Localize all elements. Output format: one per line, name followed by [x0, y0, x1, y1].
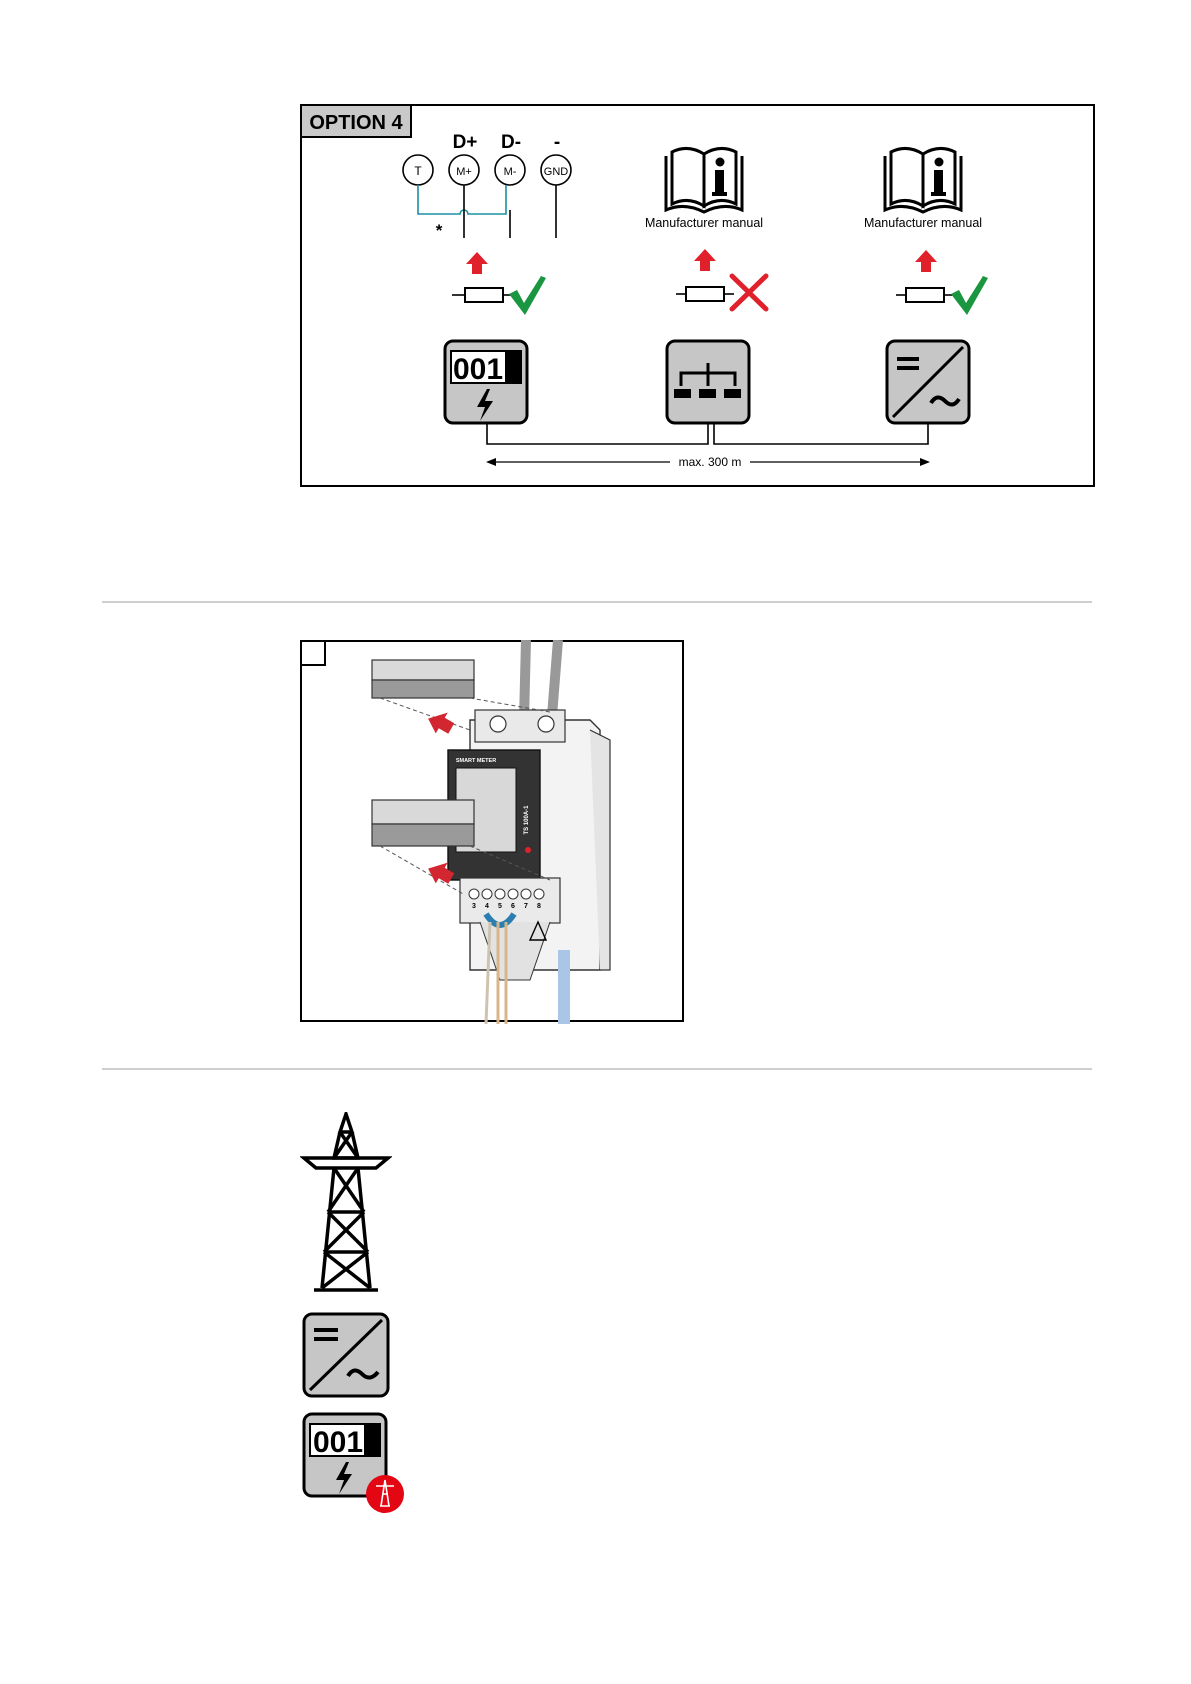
bottom-terminal-cover: [372, 800, 474, 846]
footnote-asterisk: *: [436, 221, 443, 240]
terminal-gnd-label: GND: [544, 166, 569, 178]
option-badge: OPTION 4: [309, 112, 403, 134]
smart-meter-assembly-figure: SMART METER TS 100A-1 3 4 5 6 7 8: [300, 640, 690, 1024]
grid-meter-digits: 001: [313, 1426, 363, 1459]
terminal-m-minus-label: M-: [504, 166, 517, 178]
terminal-number: 4: [485, 903, 489, 910]
terminal-t-label: T: [414, 164, 422, 178]
device-side-label: TS 100A-1: [524, 805, 530, 835]
power-grid-pylon-icon: [300, 1112, 392, 1294]
manual-book-icon: [666, 148, 742, 212]
terminal-number: 5: [498, 903, 502, 910]
device-front-label: SMART METER: [456, 758, 496, 764]
network-device-icon: [667, 341, 749, 423]
max-distance-label: max. 300 m: [679, 455, 742, 469]
section-divider: [102, 1068, 1092, 1070]
section-divider: [102, 601, 1092, 603]
manual-book-icon: [885, 148, 961, 212]
terminal-number: 8: [537, 903, 541, 910]
terminal-m-plus-label: M+: [456, 166, 472, 178]
manual-label-right: Manufacturer manual: [864, 216, 982, 230]
manual-label-middle: Manufacturer manual: [645, 216, 763, 230]
top-terminal-cover: [372, 660, 474, 698]
terminal-number: 3: [472, 903, 476, 910]
option-4-wiring-diagram: OPTION 4 D+ D- - T M+ M- GND * Manufactu…: [300, 104, 1095, 489]
inverter-symbol-icon: [302, 1312, 390, 1398]
d-plus-label: D+: [453, 132, 478, 153]
terminal-number: 6: [511, 903, 515, 910]
terminal-number: 7: [524, 903, 528, 910]
meter-digits: 001: [453, 353, 503, 386]
d-minus-label: D-: [501, 132, 521, 153]
inverter-icon: [887, 341, 969, 423]
grid-meter-symbol-icon: 001: [302, 1412, 410, 1516]
gnd-signal-label: -: [554, 132, 560, 153]
